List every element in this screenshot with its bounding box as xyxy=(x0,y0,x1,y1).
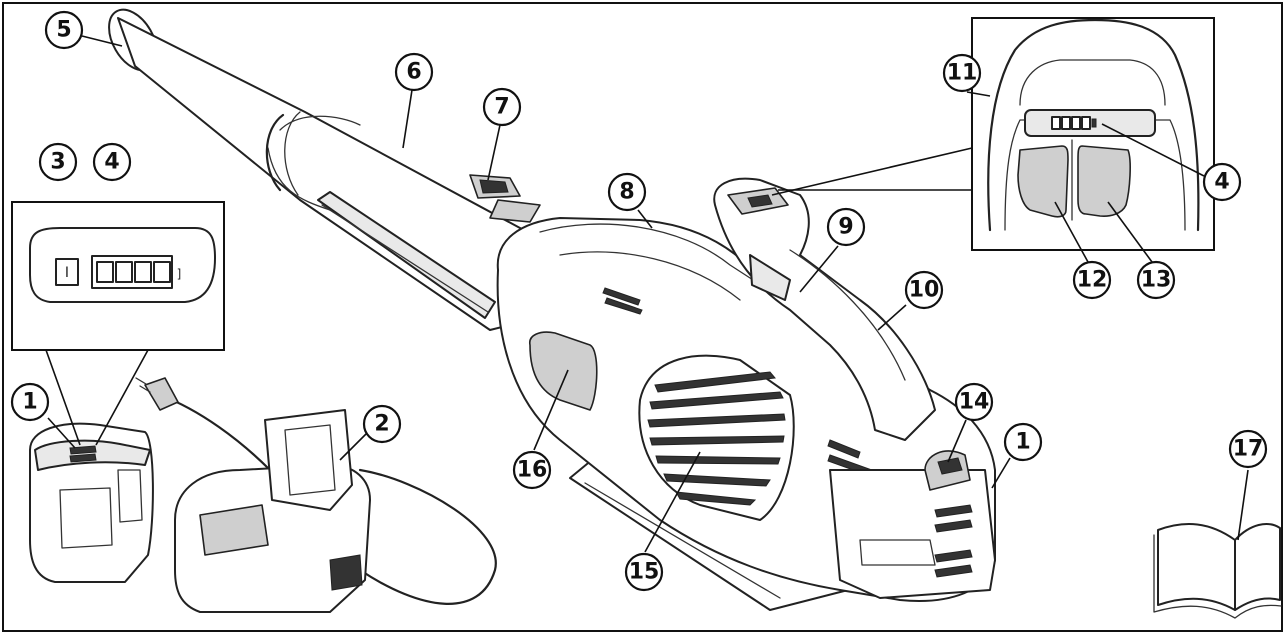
svg-text:14: 14 xyxy=(959,390,990,415)
callout-9-trigger: 9 xyxy=(826,207,866,247)
svg-text:16: 16 xyxy=(517,458,548,483)
callout-7-tube-lock: 7 xyxy=(482,87,522,127)
callouts: 1 1 2 3 4 4 5 6 xyxy=(10,10,1268,592)
battery-installed xyxy=(829,450,996,599)
callout-14-battery-release: 14 xyxy=(954,382,994,422)
callout-1-charger-battery: 1 xyxy=(10,382,50,422)
svg-text:4: 4 xyxy=(104,150,119,175)
leader-lines xyxy=(47,35,1249,553)
callout-13-right-button: 13 xyxy=(1136,260,1176,300)
svg-text:1: 1 xyxy=(22,390,37,415)
callout-15-air-intake: 15 xyxy=(624,552,664,592)
callout-17-manual: 17 xyxy=(1228,429,1268,469)
svg-text:7: 7 xyxy=(494,95,509,120)
callout-2-charger: 2 xyxy=(362,404,402,444)
power-button-symbol xyxy=(55,258,79,286)
callout-3-power-symbol: 3 xyxy=(38,142,78,182)
svg-text:1: 1 xyxy=(1015,430,1030,455)
blower-handle xyxy=(469,174,936,441)
svg-text:6: 6 xyxy=(406,60,421,85)
svg-text:13: 13 xyxy=(1141,268,1172,293)
callout-1-tool-battery: 1 xyxy=(1003,422,1043,462)
battery-pack xyxy=(29,422,154,583)
blower-housing xyxy=(496,217,996,611)
callout-10-handle: 10 xyxy=(904,270,944,310)
intake-vents xyxy=(638,354,795,521)
svg-text:3: 3 xyxy=(50,150,65,175)
callout-16-grip: 16 xyxy=(512,450,552,490)
callout-4-battery-gauge: 4 xyxy=(92,142,132,182)
power-symbol-label: I xyxy=(65,265,69,281)
callout-11-control-panel: 11 xyxy=(942,53,982,93)
svg-text:4: 4 xyxy=(1214,170,1229,195)
instruction-manual xyxy=(1153,523,1282,619)
callout-12-left-button: 12 xyxy=(1072,260,1112,300)
callout-6-tube: 6 xyxy=(394,52,434,92)
svg-text:8: 8 xyxy=(619,180,634,205)
left-control-button xyxy=(1017,145,1069,218)
svg-text:12: 12 xyxy=(1077,268,1108,293)
svg-text:15: 15 xyxy=(629,560,660,585)
callout-5-nozzle: 5 xyxy=(44,10,84,50)
battery-charger xyxy=(135,377,497,613)
gauge-tail-label: ] xyxy=(177,267,182,281)
callout-4-handle-gauge: 4 xyxy=(1202,162,1242,202)
blower-tube xyxy=(108,8,549,331)
svg-text:5: 5 xyxy=(56,18,71,43)
svg-text:17: 17 xyxy=(1233,437,1264,462)
callout-8-housing: 8 xyxy=(607,172,647,212)
right-control-button xyxy=(1077,145,1131,217)
battery-gauge-inset: I ] xyxy=(11,201,225,446)
svg-text:10: 10 xyxy=(909,278,940,303)
svg-text:11: 11 xyxy=(947,61,978,86)
handle-controls-inset xyxy=(771,17,1215,251)
svg-text:2: 2 xyxy=(374,412,389,437)
svg-text:9: 9 xyxy=(838,215,853,240)
